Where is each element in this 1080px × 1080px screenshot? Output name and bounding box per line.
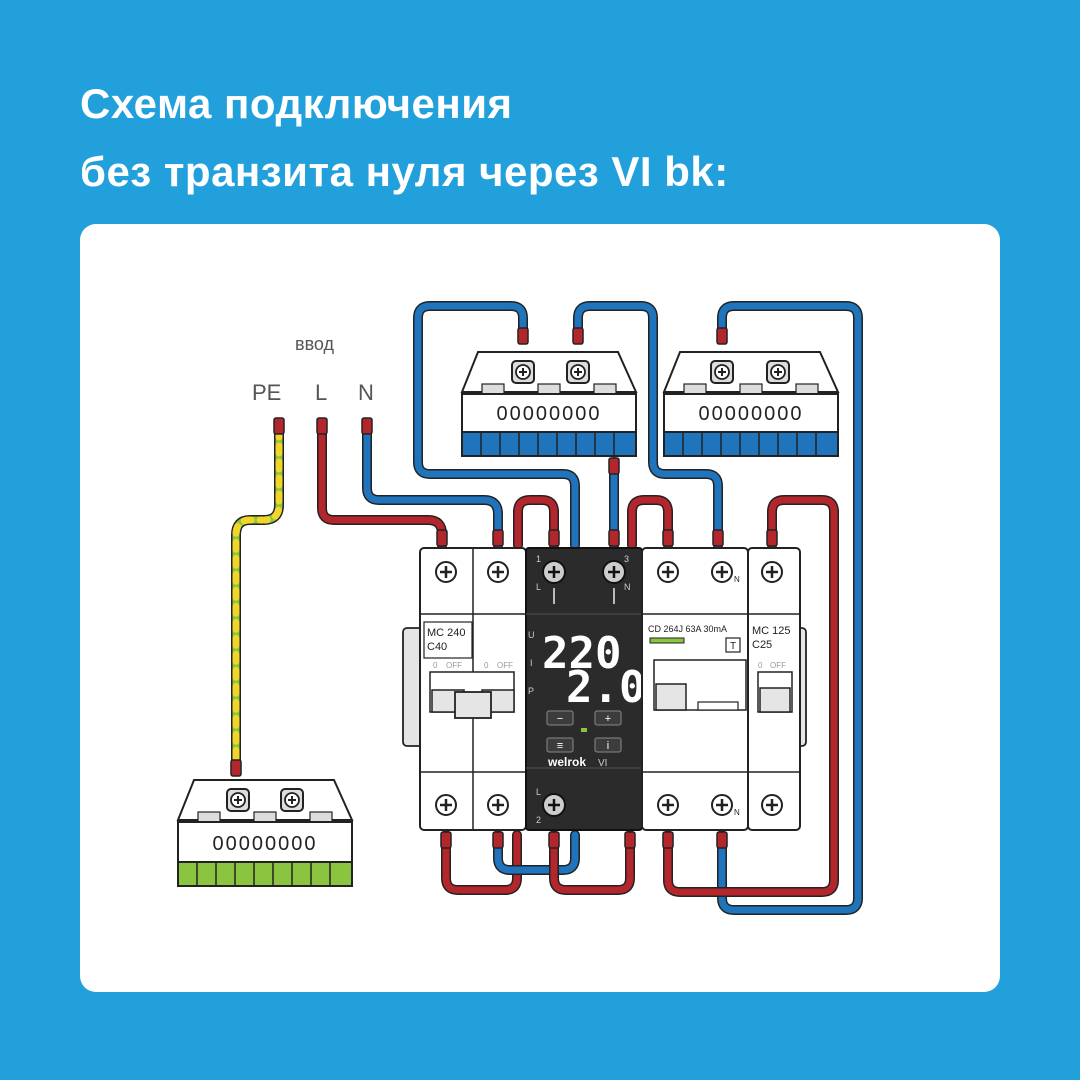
page-title-line1: Схема подключения	[80, 80, 513, 127]
svg-text:−: −	[557, 713, 563, 725]
breaker-out-neutral-wire	[493, 830, 580, 875]
earth-terminal-block: 00000000	[176, 779, 354, 887]
input-n-label: N	[358, 380, 374, 405]
terminal-digits-1: 00000000	[497, 403, 602, 425]
relay-menu-button[interactable]	[546, 737, 574, 753]
relay-plus-button[interactable]	[594, 710, 622, 726]
svg-text:P: P	[528, 686, 534, 696]
breaker-small-rating: C25	[752, 639, 772, 651]
rcd-toggle[interactable]	[655, 683, 687, 711]
breaker-small-model: MC 125	[752, 625, 791, 637]
svg-text:N: N	[624, 582, 631, 592]
svg-text:L: L	[536, 787, 541, 797]
input-phase-wire	[317, 425, 447, 550]
breaker-small-toggle[interactable]	[759, 687, 791, 713]
page-title-line2: без транзита нуля через VI bk:	[80, 148, 729, 195]
relay-bottom-screw	[542, 793, 566, 817]
relay-top-screw-n	[602, 560, 626, 584]
breaker-out-phase-wire	[441, 830, 522, 895]
relay-minus-button[interactable]	[546, 710, 574, 726]
svg-text:N: N	[734, 808, 740, 817]
svg-text:0: 0	[484, 661, 489, 670]
rcd-cd264j: N N CD 264J 63A 30mA T	[641, 547, 749, 831]
relay-voltage-display: 220	[542, 628, 621, 679]
wire-ferrules	[230, 327, 778, 849]
relay-status-led	[581, 728, 587, 732]
svg-text:OFF: OFF	[770, 661, 786, 670]
svg-text:0: 0	[758, 661, 763, 670]
svg-text:T: T	[730, 641, 736, 652]
svg-text:OFF: OFF	[497, 661, 513, 670]
rcd-label: CD 264J 63A 30mA	[648, 624, 727, 634]
rcd-test-button[interactable]	[725, 637, 741, 653]
breaker-main-rating: C40	[427, 641, 447, 653]
svg-text:U: U	[528, 630, 535, 640]
breaker-mc240: MC 240 C40 0 OFF 0 OFF	[402, 547, 527, 831]
input-pe-label: PE	[252, 380, 281, 405]
svg-text:OFF: OFF	[446, 661, 462, 670]
input-heading: ввод	[295, 334, 335, 354]
svg-text:N: N	[734, 575, 740, 584]
input-l-label: L	[315, 380, 327, 405]
svg-text:I: I	[530, 658, 533, 668]
relay-brand: welrok	[547, 755, 586, 769]
svg-text:i: i	[607, 740, 609, 752]
svg-text:2: 2	[536, 815, 541, 825]
relay-top-screw-l	[542, 560, 566, 584]
neutral-terminal-block-2: 00000000	[662, 351, 840, 457]
neutral-terminal-block-1: 00000000	[460, 351, 638, 457]
svg-text:≡: ≡	[557, 740, 563, 752]
voltage-relay-welrok: 1 3 L N L 2 U I P 220 2.0 − + ≡ i welrok…	[525, 547, 645, 831]
relay-model: VI	[598, 758, 607, 769]
breaker-main-model: MC 240	[427, 627, 466, 639]
relay-current-display: 2.0	[566, 662, 645, 713]
svg-text:0: 0	[433, 661, 438, 670]
breaker-mc125: MC 125 C25 0 OFF	[747, 547, 807, 831]
earth-wire	[231, 425, 284, 770]
svg-text:+: +	[605, 713, 611, 725]
terminal-digits-2: 00000000	[699, 403, 804, 425]
svg-text:3: 3	[624, 554, 629, 564]
svg-text:L: L	[536, 582, 541, 592]
relay-out-phase-wire	[549, 830, 635, 895]
wires	[231, 301, 863, 915]
terminal-digits-3: 00000000	[213, 833, 318, 855]
svg-text:1: 1	[536, 554, 541, 564]
relay-info-button[interactable]	[594, 737, 622, 753]
